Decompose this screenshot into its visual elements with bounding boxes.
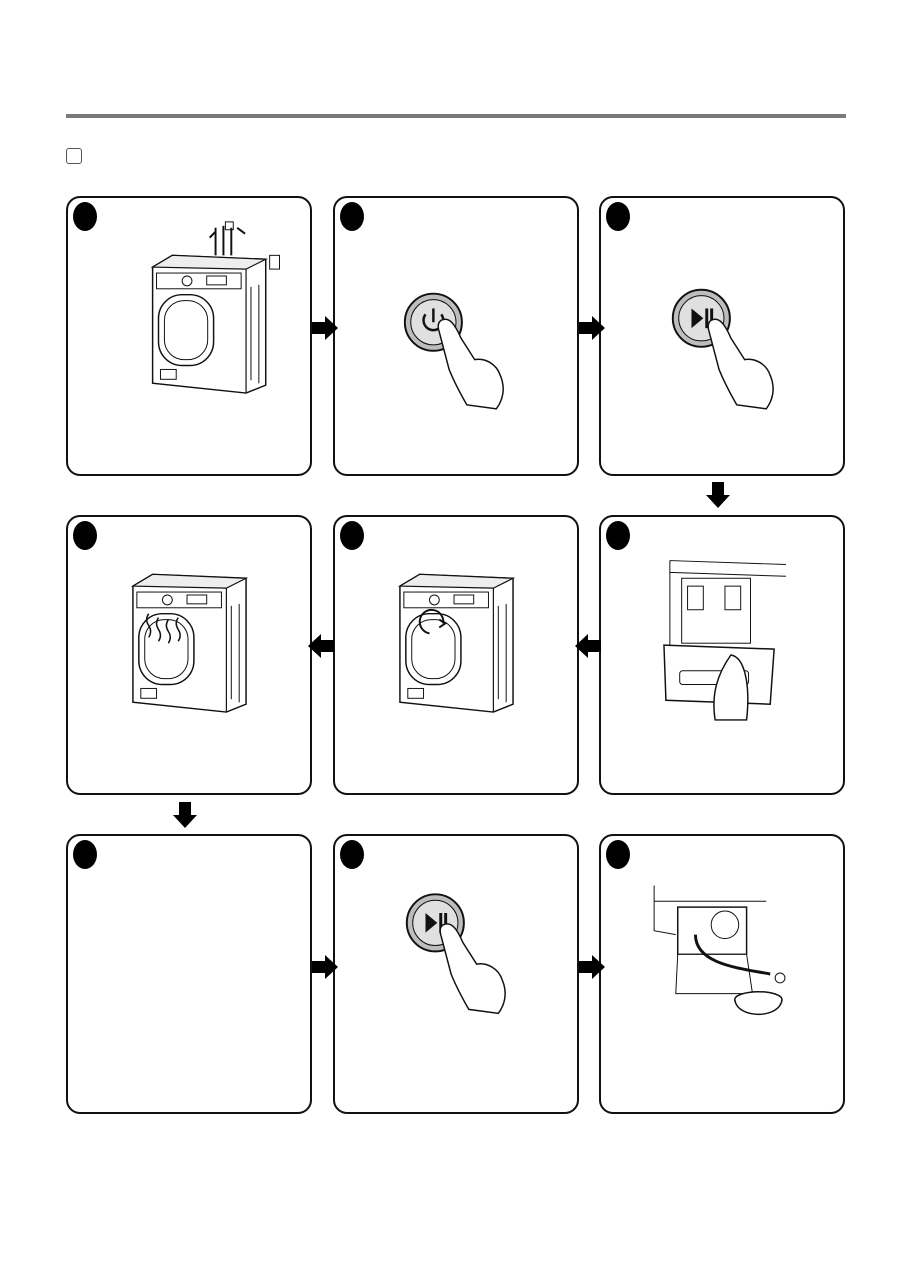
step-panel-7 (66, 834, 312, 1114)
step-number-badge (340, 840, 364, 869)
step-number-badge (340, 202, 364, 231)
arrow-right-icon (312, 316, 338, 340)
step-number-badge (606, 202, 630, 231)
step-number-badge (606, 840, 630, 869)
arrow-left-icon (308, 634, 334, 658)
start-pause-button-press-icon (405, 893, 506, 1015)
step-number-badge (340, 521, 364, 550)
step-number-badge (73, 840, 97, 869)
section-checkbox[interactable] (66, 148, 82, 164)
washer-connected-icon (151, 221, 280, 394)
step-number-badge (606, 521, 630, 550)
step-panel-8 (333, 834, 579, 1114)
arrow-down-icon (706, 482, 730, 508)
step-panel-6 (599, 515, 845, 795)
step-panel-3 (599, 196, 845, 476)
drain-filter-bowl-icon (653, 885, 786, 1016)
detergent-drawer-icon (663, 560, 786, 721)
washer-drum-rotating-icon (399, 573, 514, 713)
arrow-right-icon (579, 955, 605, 979)
step-number-badge (73, 202, 97, 231)
step-number-badge (73, 521, 97, 550)
power-button-press-icon (403, 292, 504, 410)
step-panel-2 (333, 196, 579, 476)
step-panel-4 (66, 515, 312, 795)
arrow-right-icon (579, 316, 605, 340)
start-pause-button-press-icon (671, 288, 774, 410)
arrow-left-icon (575, 634, 601, 658)
washer-vibrating-icon (132, 573, 247, 713)
step-panel-1 (66, 196, 312, 476)
step-panel-5 (333, 515, 579, 795)
step-panel-9 (599, 834, 845, 1114)
arrow-right-icon (312, 955, 338, 979)
arrow-down-icon (173, 802, 197, 828)
header-rule (66, 114, 846, 118)
